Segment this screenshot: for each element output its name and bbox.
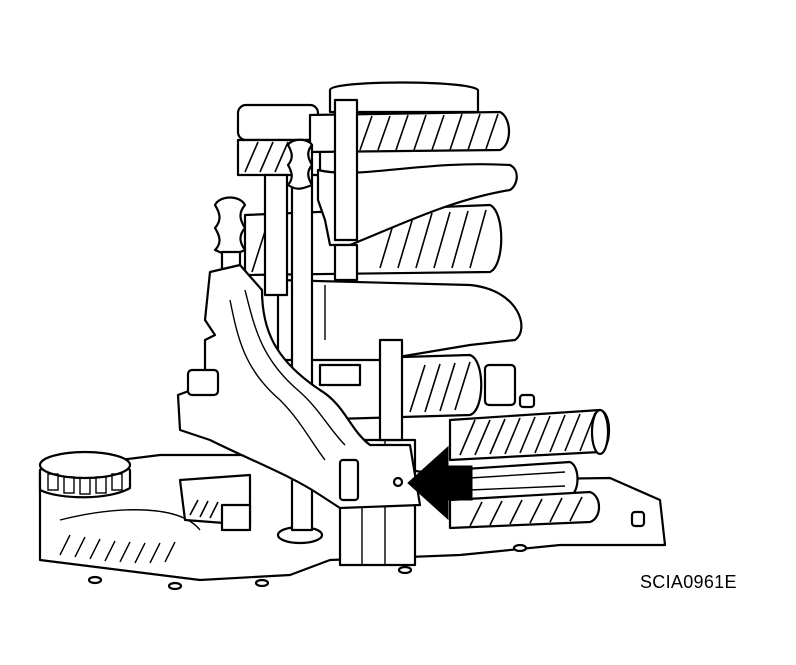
reverse-gear	[448, 408, 611, 530]
middle-shift-fork	[276, 278, 523, 362]
front-bearing	[38, 450, 132, 499]
top-gear	[236, 81, 511, 177]
figure-code: SCIA0961E	[640, 572, 737, 592]
upper-shift-fork	[316, 163, 518, 247]
main-shift-fork	[176, 263, 422, 510]
counter-shaft	[178, 473, 252, 532]
indicator-arrow-icon	[407, 445, 473, 521]
